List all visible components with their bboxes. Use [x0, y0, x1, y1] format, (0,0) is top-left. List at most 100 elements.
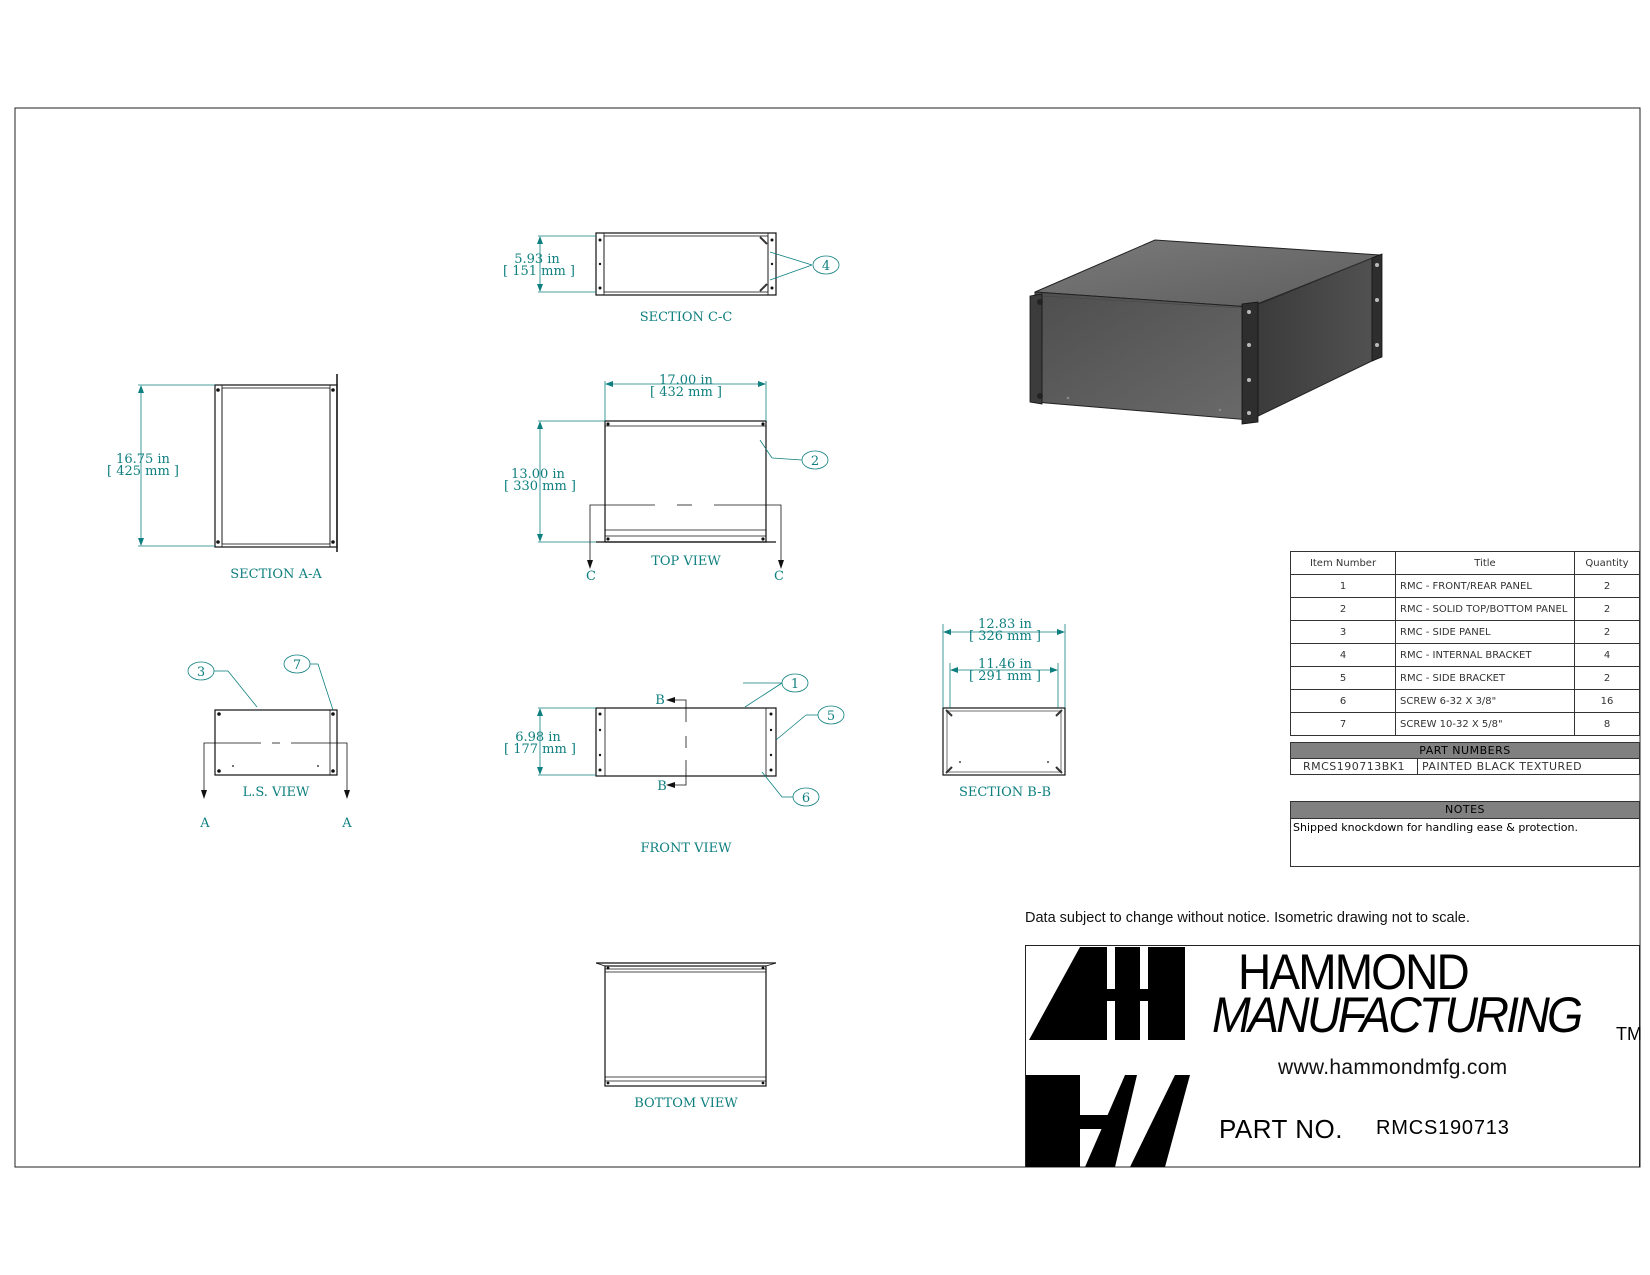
- ls-view-cut-left: A: [199, 816, 210, 831]
- balloon-4: [812, 255, 840, 275]
- part-number-value: RMCS190713: [1376, 1117, 1510, 1139]
- top-view-width-in: 17.00 in: [659, 373, 714, 388]
- notes-text: Shipped knockdown for handling ease & pr…: [1293, 821, 1579, 834]
- bom-item-qty: 2: [1574, 620, 1640, 644]
- section-aa-label: SECTION A-A: [230, 567, 322, 582]
- top-view-cut-right: C: [774, 569, 784, 584]
- front-view-label: FRONT VIEW: [640, 841, 732, 856]
- front-view: 6.98 in [ 177 mm ] B B 1 5 6 FRONT VIEW: [504, 673, 845, 856]
- bom-item-qty: 2: [1574, 574, 1640, 598]
- section-cc-label: SECTION C-C: [640, 310, 733, 325]
- front-view-cut-bottom: B: [657, 779, 667, 794]
- bom-header-title: Title: [1395, 551, 1575, 575]
- bom-item-number: 1: [1290, 574, 1396, 598]
- svg-text:2: 2: [811, 454, 819, 469]
- bom-item-number: 2: [1290, 597, 1396, 621]
- isometric-view: [1029, 239, 1383, 425]
- bom-item-title: RMC - FRONT/REAR PANEL: [1395, 574, 1575, 598]
- section-bb-inner-mm: [ 291 mm ]: [969, 669, 1041, 684]
- part-numbers-header: PART NUMBERS: [1290, 742, 1640, 759]
- hammond-logo: [1025, 947, 1190, 1167]
- bom-item-number: 7: [1290, 712, 1396, 736]
- part-number-label: PART NO.: [1219, 1114, 1343, 1144]
- bottom-view-label: BOTTOM VIEW: [634, 1096, 738, 1111]
- bom-header-row: Item Number Title Quantity: [1290, 551, 1640, 575]
- top-view-depth-in: 13.00 in: [511, 467, 566, 482]
- bom-header-quantity: Quantity: [1574, 551, 1640, 575]
- bom-item-title: RMC - SIDE BRACKET: [1395, 666, 1575, 690]
- disclaimer-text: Data subject to change without notice. I…: [1025, 910, 1470, 926]
- top-view-label: TOP VIEW: [651, 554, 721, 569]
- bom-item-number: 3: [1290, 620, 1396, 644]
- balloon-5: [817, 705, 845, 725]
- ls-view-label: L.S. VIEW: [243, 785, 310, 800]
- balloon-7: [283, 654, 311, 674]
- bom-item-qty: 2: [1574, 666, 1640, 690]
- balloon-2: [801, 450, 829, 470]
- table-row: 6 SCREW 6-32 X 3/8" 16: [1290, 689, 1640, 713]
- table-row: 4 RMC - INTERNAL BRACKET 4: [1290, 643, 1640, 667]
- bom-item-title: SCREW 6-32 X 3/8": [1395, 689, 1575, 713]
- bom-item-number: 5: [1290, 666, 1396, 690]
- trademark-symbol: TM: [1616, 1024, 1642, 1044]
- bom-item-number: 4: [1290, 643, 1396, 667]
- svg-text:5: 5: [827, 709, 835, 724]
- part-numbers-table: PART NUMBERS RMCS190713BK1 PAINTED BLACK…: [1290, 742, 1640, 775]
- front-view-cut-top: B: [655, 693, 665, 708]
- company-url: www.hammondmfg.com: [1278, 1056, 1508, 1079]
- front-view-height-mm: [ 177 mm ]: [504, 742, 576, 757]
- section-aa-dim-in: 16.75 in: [116, 452, 171, 467]
- section-bb-outer-in: 12.83 in: [978, 617, 1033, 632]
- section-cc-view: 5.93 in [ 151 mm ] 4 SECTION C-C: [503, 232, 840, 325]
- bom-item-title: RMC - SIDE PANEL: [1395, 620, 1575, 644]
- top-view-depth-mm: [ 330 mm ]: [504, 479, 576, 494]
- bom-item-qty: 2: [1574, 597, 1640, 621]
- svg-text:1: 1: [791, 677, 799, 692]
- title-block: HAMMOND MANUFACTURING TM www.hammondmfg.…: [1025, 944, 1642, 1167]
- part-number-code: RMCS190713BK1: [1290, 758, 1418, 775]
- ls-view-cut-right: A: [341, 816, 352, 831]
- table-row: 7 SCREW 10-32 X 5/8" 8: [1290, 712, 1640, 736]
- balloon-6: [792, 787, 820, 807]
- table-row: 2 RMC - SOLID TOP/BOTTOM PANEL 2: [1290, 597, 1640, 621]
- top-view-width-mm: [ 432 mm ]: [650, 385, 722, 400]
- section-bb-view: 12.83 in [ 326 mm ] 11.46 in [ 291 mm ] …: [942, 617, 1066, 800]
- section-bb-label: SECTION B-B: [959, 785, 1051, 800]
- bom-item-title: RMC - SOLID TOP/BOTTOM PANEL: [1395, 597, 1575, 621]
- top-view: 17.00 in [ 432 mm ] 13.00 in [ 330 mm ] …: [504, 373, 829, 584]
- part-number-description: PAINTED BLACK TEXTURED: [1417, 758, 1640, 775]
- brand-name-line2: MANUFACTURING: [1212, 987, 1583, 1043]
- bottom-view: BOTTOM VIEW: [595, 962, 777, 1111]
- section-bb-inner-in: 11.46 in: [978, 657, 1033, 672]
- bom-header-item: Item Number: [1290, 551, 1396, 575]
- table-row: 1 RMC - FRONT/REAR PANEL 2: [1290, 574, 1640, 598]
- svg-text:7: 7: [293, 658, 301, 673]
- table-row: 5 RMC - SIDE BRACKET 2: [1290, 666, 1640, 690]
- balloon-1: [781, 673, 809, 693]
- section-bb-outer-mm: [ 326 mm ]: [969, 629, 1041, 644]
- notes-header: NOTES: [1291, 802, 1639, 819]
- svg-text:3: 3: [197, 665, 205, 680]
- front-view-height-in: 6.98 in: [515, 730, 561, 745]
- section-aa-dim-mm: [ 425 mm ]: [107, 464, 179, 479]
- balloon-3: [187, 661, 215, 681]
- section-aa-view: 16.75 in [ 425 mm ] SECTION A-A: [107, 374, 338, 582]
- bom-item-qty: 8: [1574, 712, 1640, 736]
- section-cc-dim-mm: [ 151 mm ]: [503, 264, 575, 279]
- ls-view: A A 3 7 L.S. VIEW: [187, 654, 352, 831]
- table-row: RMCS190713BK1 PAINTED BLACK TEXTURED: [1290, 758, 1640, 775]
- notes-box: NOTES Shipped knockdown for handling eas…: [1290, 801, 1640, 867]
- svg-text:6: 6: [802, 791, 810, 806]
- sheet-border: [14, 107, 1641, 1168]
- svg-text:4: 4: [822, 259, 830, 274]
- top-view-cut-left: C: [586, 569, 596, 584]
- bill-of-materials-table: Item Number Title Quantity 1 RMC - FRONT…: [1290, 551, 1640, 736]
- bom-item-number: 6: [1290, 689, 1396, 713]
- table-row: 3 RMC - SIDE PANEL 2: [1290, 620, 1640, 644]
- bom-item-qty: 4: [1574, 643, 1640, 667]
- bom-item-title: SCREW 10-32 X 5/8": [1395, 712, 1575, 736]
- bom-item-qty: 16: [1574, 689, 1640, 713]
- brand-name-line1: HAMMOND: [1238, 944, 1470, 1000]
- section-cc-dim-in: 5.93 in: [514, 252, 560, 267]
